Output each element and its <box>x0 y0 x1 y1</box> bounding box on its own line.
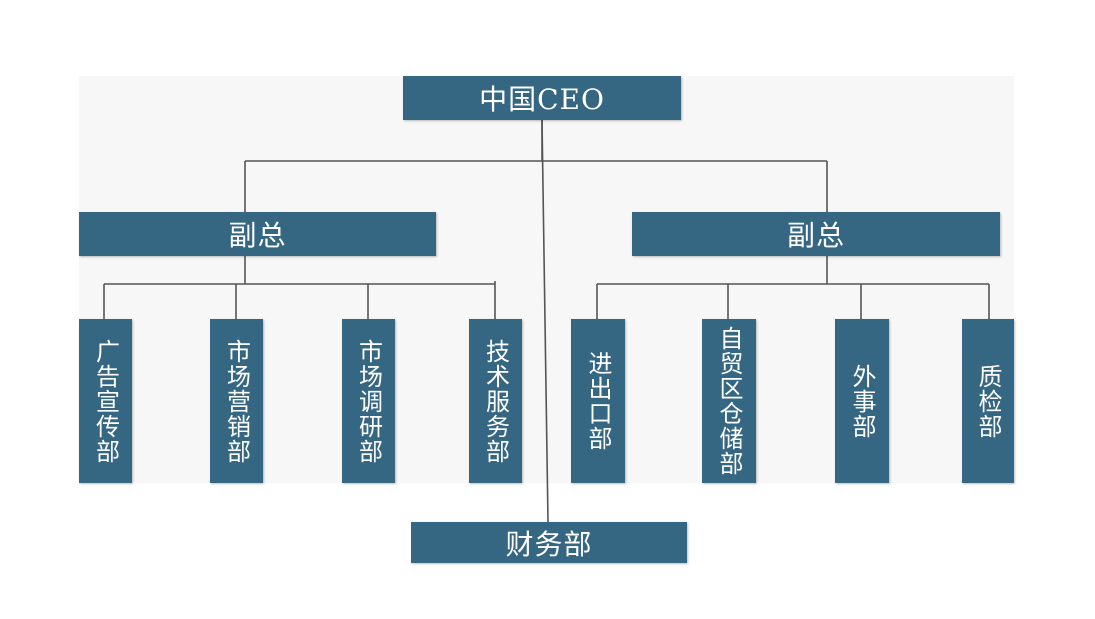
connector-ceo-vps <box>244 120 828 212</box>
node-dept-advertising: 广告宣传部 <box>79 319 132 483</box>
node-vp-left: 副总 <box>79 212 436 256</box>
node-dept-market-research: 市场调研部 <box>342 319 395 483</box>
node-vp-right: 副总 <box>632 212 1000 256</box>
node-finance: 财务部 <box>411 522 687 563</box>
node-dept-quality-inspection: 质检部 <box>962 319 1014 483</box>
node-dept-ftz-warehouse: 自贸区仓储部 <box>702 319 756 483</box>
node-ceo: 中国CEO <box>403 76 681 120</box>
node-dept-tech-service: 技术服务部 <box>469 319 522 483</box>
node-dept-import-export: 进出口部 <box>571 319 625 483</box>
connector-left-vp-depts <box>103 256 496 319</box>
node-dept-foreign-affairs: 外事部 <box>835 319 889 483</box>
node-dept-marketing: 市场营销部 <box>210 319 263 483</box>
connector-right-vp-depts <box>596 256 990 319</box>
connector-ceo-finance <box>541 119 549 523</box>
